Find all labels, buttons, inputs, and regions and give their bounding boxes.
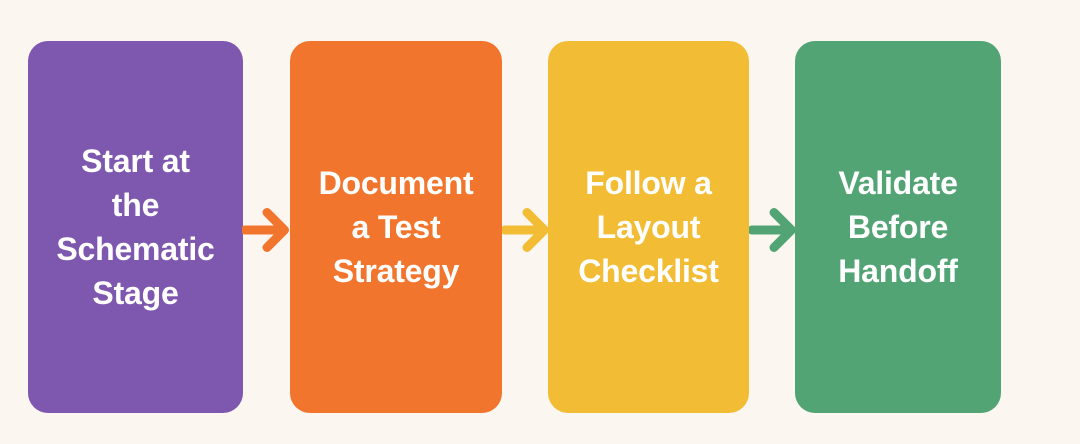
step-label-line: Strategy bbox=[332, 253, 460, 289]
step-label-line: a Test bbox=[351, 209, 441, 245]
step-label-line: Schematic bbox=[56, 231, 215, 267]
step-label: Follow a Layout Checklist bbox=[548, 161, 749, 293]
step-label-line: Stage bbox=[92, 275, 179, 311]
step-label-line: Layout bbox=[596, 209, 701, 245]
step-card-validate-handoff: Validate Before Handoff bbox=[795, 41, 1001, 413]
step-label-line: Document bbox=[318, 165, 474, 201]
step-label-line: the bbox=[111, 187, 160, 223]
step-card-test-strategy: Document a Test Strategy bbox=[290, 41, 502, 413]
step-label-line: Handoff bbox=[838, 253, 958, 289]
arrow-right-icon bbox=[242, 208, 289, 252]
step-label-line: Start at bbox=[81, 143, 190, 179]
step-card-start-schematic: Start at the Schematic Stage bbox=[28, 41, 243, 413]
step-label-line: Validate bbox=[838, 165, 958, 201]
step-label-line: Follow a bbox=[585, 165, 712, 201]
arrow-right-icon bbox=[502, 208, 549, 252]
step-label: Document a Test Strategy bbox=[290, 161, 502, 293]
step-label-line: Checklist bbox=[578, 253, 719, 289]
step-label: Start at the Schematic Stage bbox=[28, 139, 243, 315]
arrow-right-icon bbox=[749, 208, 796, 252]
step-card-layout-checklist: Follow a Layout Checklist bbox=[548, 41, 749, 413]
step-label: Validate Before Handoff bbox=[795, 161, 1001, 293]
step-label-line: Before bbox=[847, 209, 949, 245]
